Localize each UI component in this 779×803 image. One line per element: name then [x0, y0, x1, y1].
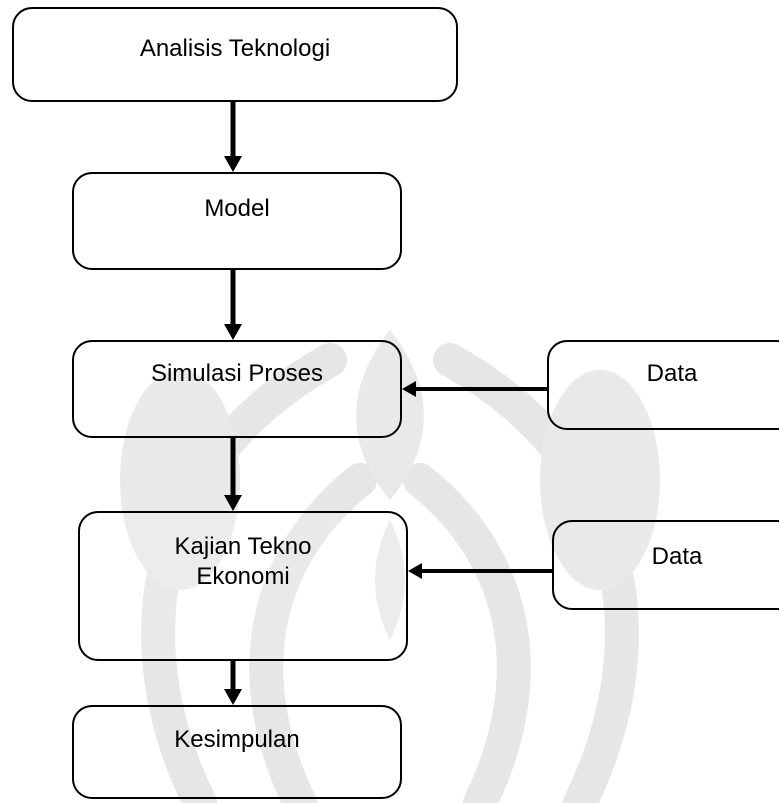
arrowhead-model	[224, 156, 242, 172]
node-data-2: Data	[552, 520, 779, 610]
node-model: Model	[72, 172, 402, 270]
node-kajian-tekno-ekonomi: Kajian Tekno Ekonomi	[78, 511, 408, 661]
node-label: Model	[204, 195, 270, 222]
arrowhead-simulasi	[224, 324, 242, 340]
node-kesimpulan: Kesimpulan	[72, 705, 402, 799]
node-label: Data	[651, 543, 703, 570]
node-label: Simulasi Proses	[150, 360, 324, 387]
node-simulasi-proses: Simulasi Proses	[72, 340, 402, 438]
node-label: Kesimpulan	[174, 726, 300, 753]
node-analisis-teknologi: Analisis Teknologi	[12, 7, 458, 102]
arrowhead-kajian	[224, 495, 242, 511]
node-data-1: Data	[547, 340, 779, 430]
node-label: Data	[646, 360, 698, 387]
arrowhead-data2	[408, 563, 422, 579]
arrowhead-kesimpulan	[224, 689, 242, 705]
arrowhead-data1	[402, 381, 416, 397]
node-label: Kajian Tekno Ekonomi	[174, 533, 312, 590]
node-label: Analisis Teknologi	[139, 35, 331, 62]
